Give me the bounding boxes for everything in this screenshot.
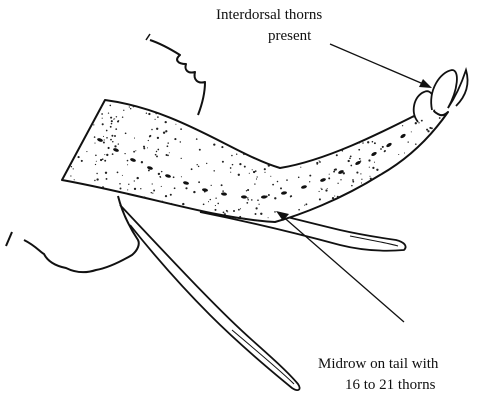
upper-pectoral-fin — [150, 40, 205, 115]
interdorsal-label-line1: Interdorsal thorns — [216, 6, 322, 24]
interdorsal-arrowhead — [419, 79, 432, 88]
interdorsal-leader — [330, 44, 428, 86]
lower-clasper-groove — [232, 330, 294, 384]
midrow-label-line1: Midrow on tail with — [318, 355, 438, 373]
upper-fin-tick — [146, 34, 150, 40]
interdorsal-label-line2: present — [268, 27, 311, 45]
lower-clasper — [120, 205, 300, 390]
lower-fin-tick — [6, 232, 12, 246]
midrow-label-line2: 16 to 21 thorns — [345, 376, 435, 394]
